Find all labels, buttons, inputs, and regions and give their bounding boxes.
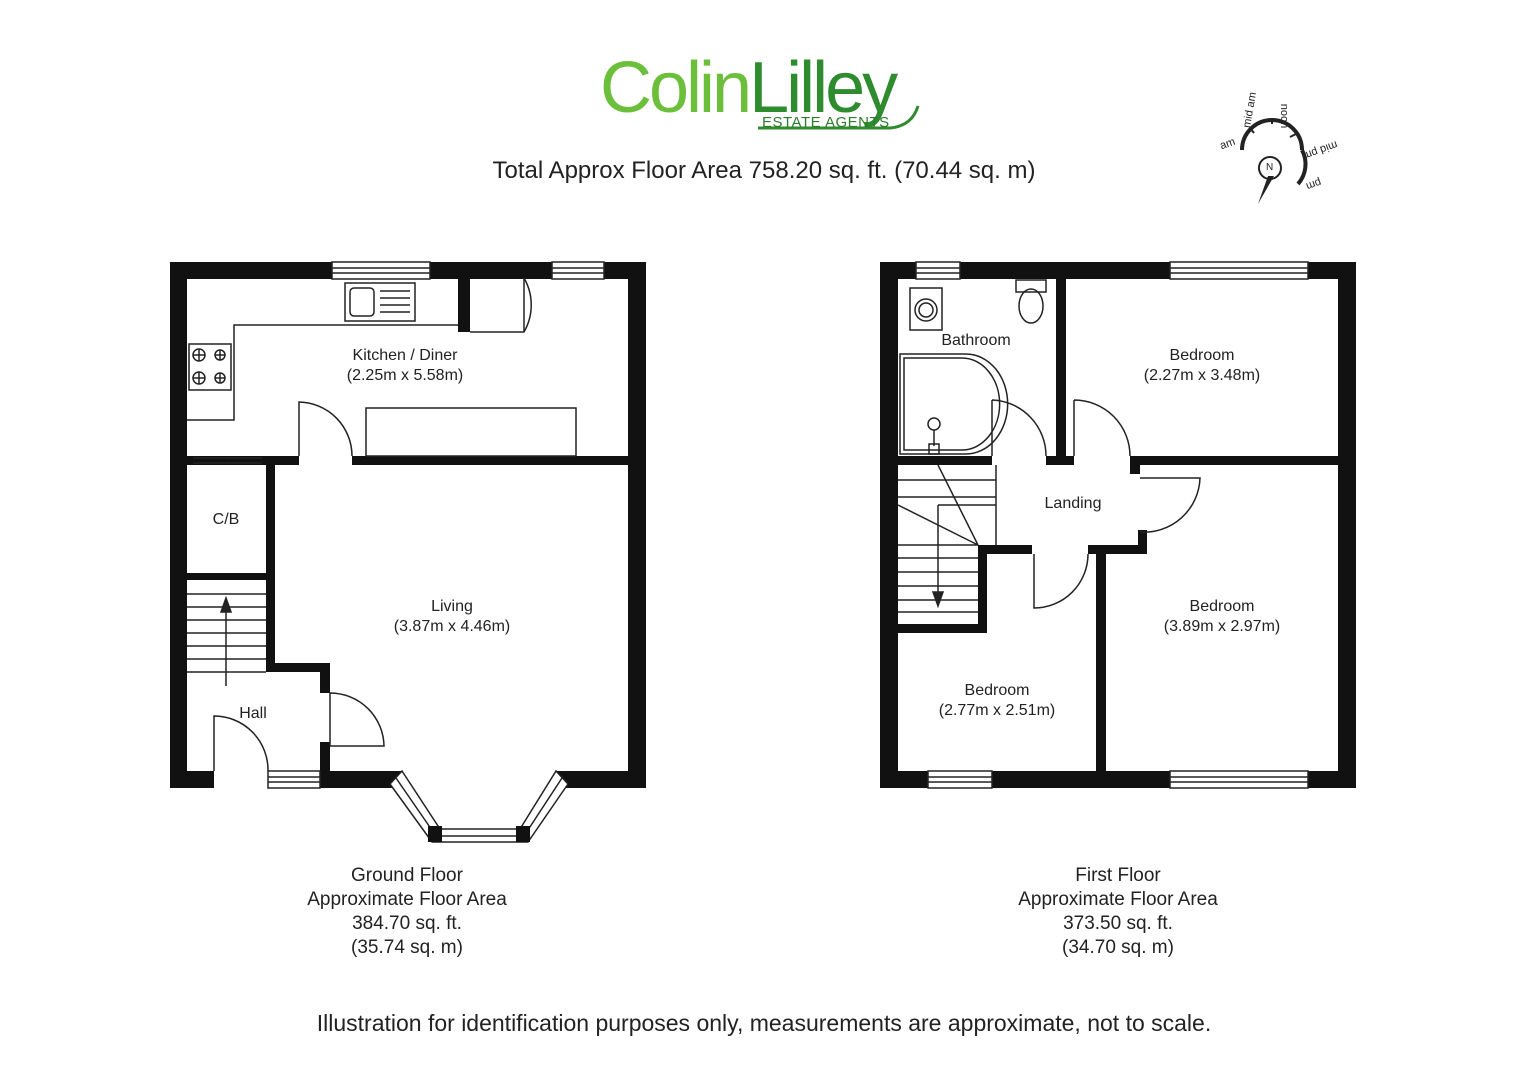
bathroom-label: Bathroom — [926, 331, 1026, 351]
company-logo: ColinLilley ESTATE AGENTS — [600, 48, 940, 140]
kitchen-name: Kitchen / Diner — [352, 347, 458, 364]
gf-door-back — [470, 277, 532, 333]
ff-wall-bed1-bed2 — [1130, 456, 1338, 465]
gf-wall-hall-right-upper — [320, 663, 330, 693]
logo-subtitle: ESTATE AGENTS — [762, 114, 890, 131]
kitchen-label: Kitchen / Diner (2.25m x 5.58m) — [300, 346, 510, 386]
ff-wall-landing-right — [1088, 545, 1146, 554]
gf-wall-bottom-left — [170, 771, 214, 788]
ff-wall-bath-bed1 — [1056, 262, 1066, 464]
first-floor-caption: First Floor Approximate Floor Area 373.5… — [978, 864, 1258, 960]
gf-wall-bottom-right — [556, 771, 646, 788]
bedroom-1-label: Bedroom (2.27m x 3.48m) — [1112, 346, 1292, 386]
gf-hob-icon — [188, 343, 232, 391]
logo-name-part2: Lilley — [749, 48, 898, 128]
ff-window-bed3 — [927, 770, 993, 789]
bedroom-2-label: Bedroom (3.89m x 2.97m) — [1132, 597, 1312, 637]
gf-breakfast-bar — [365, 407, 577, 457]
gf-worktop — [187, 324, 458, 421]
hall-name: Hall — [239, 705, 267, 722]
ff-wall-bath-bottom — [898, 456, 992, 465]
living-name: Living — [431, 598, 473, 615]
ff-caption-title: First Floor — [1075, 865, 1161, 886]
bedroom-3-name: Bedroom — [964, 682, 1030, 699]
bedroom-2-size: (3.89m x 2.97m) — [1163, 618, 1281, 635]
gf-wall-kitchen-left — [187, 456, 299, 465]
gf-sink-icon — [344, 282, 416, 322]
gf-fixtures — [187, 261, 605, 843]
gf-door-living — [329, 692, 385, 747]
landing-name: Landing — [1044, 495, 1102, 512]
gf-wall-bottom-mid — [320, 771, 402, 788]
ff-window-bed1 — [1169, 261, 1309, 280]
bedroom-1-size: (2.27m x 3.48m) — [1143, 367, 1261, 384]
ff-wall-left — [880, 262, 898, 788]
ff-caption-sqft: 373.50 sq. ft. — [1063, 913, 1173, 934]
ff-wall-bed2-jamb2 — [1138, 530, 1147, 554]
gf-caption-subtitle: Approximate Floor Area — [307, 889, 507, 910]
logo-name-part1: Colin — [600, 48, 752, 128]
gf-door-front — [213, 715, 269, 772]
gf-wall-cb-right — [266, 465, 275, 665]
landing-label: Landing — [1028, 494, 1118, 514]
gf-wall-left — [170, 262, 187, 788]
ff-window-bath — [915, 261, 961, 280]
bedroom-3-label: Bedroom (2.77m x 2.51m) — [907, 681, 1087, 721]
gf-caption-title: Ground Floor — [351, 865, 463, 886]
gf-wall-hall-right-lower — [320, 742, 330, 776]
bedroom-2-name: Bedroom — [1189, 598, 1255, 615]
gf-wall-hall-top — [266, 663, 330, 672]
ground-floor-plan — [170, 262, 646, 788]
ff-wall-stairs-right — [978, 545, 987, 633]
ff-wall-bed2-bed3 — [1096, 545, 1106, 775]
ff-door-bed1 — [1073, 399, 1131, 457]
gf-window-kitchen-right — [551, 261, 605, 280]
gf-wall-back-door-jamb — [458, 270, 470, 332]
logo-wordmark: ColinLilley — [600, 48, 898, 128]
ff-shower-icon — [899, 353, 1009, 455]
cb-label: C/B — [196, 510, 256, 530]
gf-wall-cb-bottom — [187, 573, 267, 580]
gf-bay-window — [389, 769, 569, 843]
gf-wall-right — [628, 262, 646, 788]
total-floor-area: Total Approx Floor Area 758.20 sq. ft. (… — [492, 157, 1036, 184]
gf-wall-kitchen-living — [352, 456, 628, 465]
living-size: (3.87m x 4.46m) — [393, 618, 511, 635]
compass-north-label: N — [1266, 162, 1274, 173]
ff-caption-subtitle: Approximate Floor Area — [1018, 889, 1218, 910]
ff-wall-landing-top — [1046, 456, 1074, 465]
cb-name: C/B — [212, 511, 240, 528]
compass-icon — [1240, 118, 1308, 204]
bathroom-name: Bathroom — [941, 332, 1011, 349]
gf-window-hall — [267, 770, 321, 789]
gf-caption-sqft: 384.70 sq. ft. — [352, 913, 462, 934]
ground-floor-caption: Ground Floor Approximate Floor Area 384.… — [267, 864, 547, 960]
bedroom-3-size: (2.77m x 2.51m) — [938, 702, 1056, 719]
living-label: Living (3.87m x 4.46m) — [352, 597, 552, 637]
gf-caption-sqm: (35.74 sq. m) — [351, 937, 463, 958]
ff-door-bed2 — [1139, 477, 1201, 533]
gf-door-kitchen — [298, 401, 353, 457]
disclaimer-text: Illustration for identification purposes… — [316, 1010, 1212, 1036]
ff-stairs — [897, 464, 997, 613]
ff-wall-right — [1338, 262, 1356, 788]
gf-window-kitchen — [331, 261, 431, 280]
ff-door-bed3 — [1033, 553, 1089, 609]
hall-label: Hall — [223, 704, 283, 724]
ff-window-bed2 — [1169, 770, 1309, 789]
ff-wall-landing-left — [978, 545, 1032, 554]
compass-sunpath: am mid am noon mid pm pm N — [1210, 88, 1350, 212]
logo-swoosh-icon — [758, 105, 920, 130]
ff-wall-bed2-jamb — [1130, 456, 1140, 474]
ff-fixtures — [897, 261, 1309, 789]
ff-toilet-icon — [1015, 279, 1047, 293]
gf-stairs — [187, 593, 266, 686]
bedroom-1-name: Bedroom — [1169, 347, 1235, 364]
ff-basin-icon — [909, 287, 943, 331]
ff-door-bathroom — [991, 399, 1047, 457]
kitchen-size: (2.25m x 5.58m) — [346, 367, 464, 384]
ff-caption-sqm: (34.70 sq. m) — [1062, 937, 1174, 958]
ff-wall-stairs-bottom — [898, 624, 987, 633]
